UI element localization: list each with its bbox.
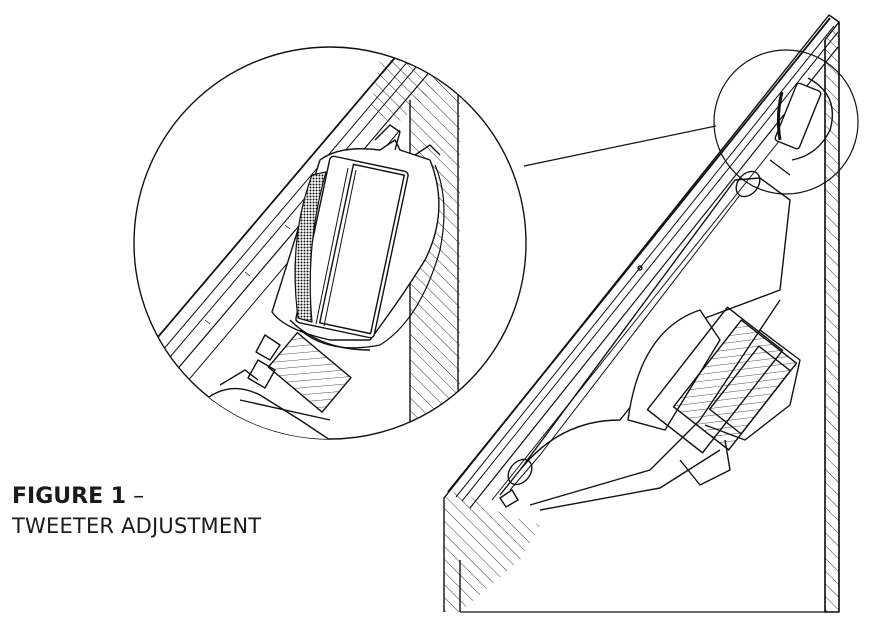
- magnet-assembly: [646, 306, 801, 486]
- figure-label: FIGURE 1: [12, 484, 127, 509]
- detail-marker-circle: [713, 49, 859, 195]
- tweeter: [769, 77, 834, 176]
- woofer-cone: [499, 177, 791, 496]
- figure-caption: FIGURE 1 – TWEETER ADJUSTMENT: [12, 482, 261, 540]
- figure-dash: –: [133, 484, 145, 509]
- dust-cap: [627, 309, 721, 431]
- speaker-cross-section: [443, 14, 840, 613]
- zoom-tweeter-dome: [294, 155, 409, 339]
- figure-title: TWEETER ADJUSTMENT: [12, 514, 262, 538]
- zoom-tweeter-mesh: [294, 171, 327, 323]
- zoom-connector-line: [523, 125, 717, 167]
- enclosure-bottom-wedge: [444, 490, 540, 612]
- zoomed-detail: [133, 46, 527, 440]
